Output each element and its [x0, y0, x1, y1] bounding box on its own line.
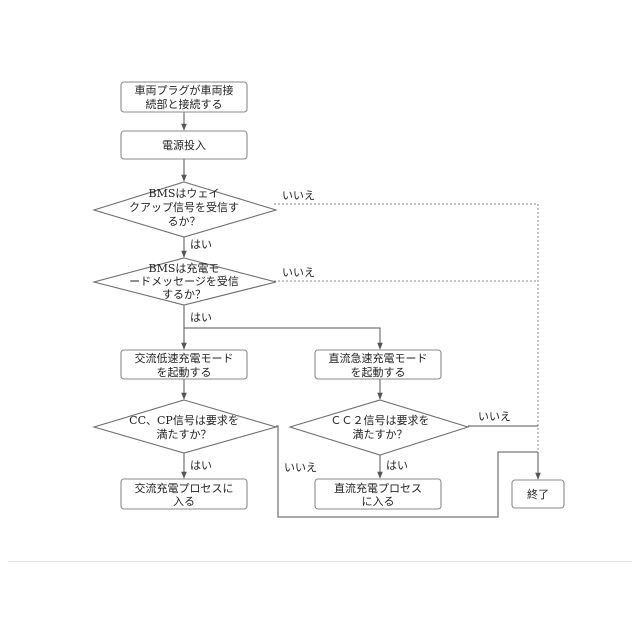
label-wakeup-yes: はい: [190, 238, 212, 251]
decision-cc-cp-line-2: 満たすか？: [157, 428, 212, 441]
label-cc-cp-yes: はい: [190, 459, 212, 472]
decision-charge-mode: BMSは充電モ ードメッセージを受信 するか？: [94, 258, 276, 305]
node-ac-process: 交流充電プロセスに 入る: [121, 479, 247, 509]
decision-cc2: ＣＣ２信号は要求を 満たすか？: [290, 400, 468, 455]
node-dc-fast-start-line-2: を起動する: [351, 365, 406, 379]
node-ac-slow-start: 交流低速充電モード を起動する: [121, 350, 247, 379]
node-plug-connected: 車両プラグが車両接 続部と接続する: [121, 82, 247, 112]
node-end: 終了: [512, 480, 564, 508]
decision-wakeup-line-1: BMSはウェイ: [149, 187, 220, 200]
node-plug-connected-line-2: 続部と接続する: [146, 97, 223, 111]
page-divider: [8, 561, 632, 562]
label-cc2-no: いいえ: [478, 410, 511, 423]
node-end-label: 終了: [527, 487, 549, 501]
decision-charge-mode-line-1: BMSは充電モ: [149, 261, 220, 275]
node-dc-process-line-2: に入る: [362, 495, 395, 508]
node-dc-fast-start-line-1: 直流急速充電モード: [329, 351, 428, 365]
decision-wakeup: BMSはウェイ クアップ信号を受信す るか？: [94, 182, 276, 237]
node-ac-slow-start-line-2: を起動する: [157, 365, 212, 379]
decision-charge-mode-line-3: するか？: [162, 288, 206, 301]
node-power-on-label: 電源投入: [162, 138, 206, 152]
label-charge-mode-yes: はい: [190, 311, 212, 324]
connectors: [184, 112, 538, 517]
label-wakeup-no: いいえ: [282, 189, 315, 202]
decision-cc2-line-1: ＣＣ２信号は要求を: [331, 414, 430, 427]
decision-wakeup-line-3: るか？: [168, 215, 201, 228]
decision-charge-mode-line-2: ードメッセージを受信: [129, 275, 239, 288]
label-charge-mode-no: いいえ: [282, 266, 315, 279]
node-dc-fast-start: 直流急速充電モード を起動する: [315, 350, 441, 379]
node-power-on: 電源投入: [121, 131, 247, 159]
decision-cc-cp-line-1: CC、CP信号は要求を: [129, 414, 239, 427]
decision-cc-cp: CC、CP信号は要求を 満たすか？: [94, 400, 276, 453]
node-dc-process: 直流充電プロセス に入る: [315, 479, 441, 509]
node-ac-process-line-2: 入る: [173, 495, 195, 508]
node-ac-slow-start-line-1: 交流低速充電モード: [135, 351, 234, 365]
node-ac-process-line-1: 交流充電プロセスに: [135, 481, 234, 495]
node-plug-connected-line-1: 車両プラグが車両接: [135, 83, 234, 97]
label-cc2-yes: はい: [386, 459, 408, 472]
label-cc-cp-no: いいえ: [284, 461, 317, 474]
decision-cc2-line-2: 満たすか？: [353, 428, 408, 441]
arrow-charge-mode-yes: [184, 305, 380, 349]
decision-wakeup-line-2: クアップ信号を受信す: [129, 201, 239, 214]
node-dc-process-line-1: 直流充電プロセス: [334, 481, 422, 495]
